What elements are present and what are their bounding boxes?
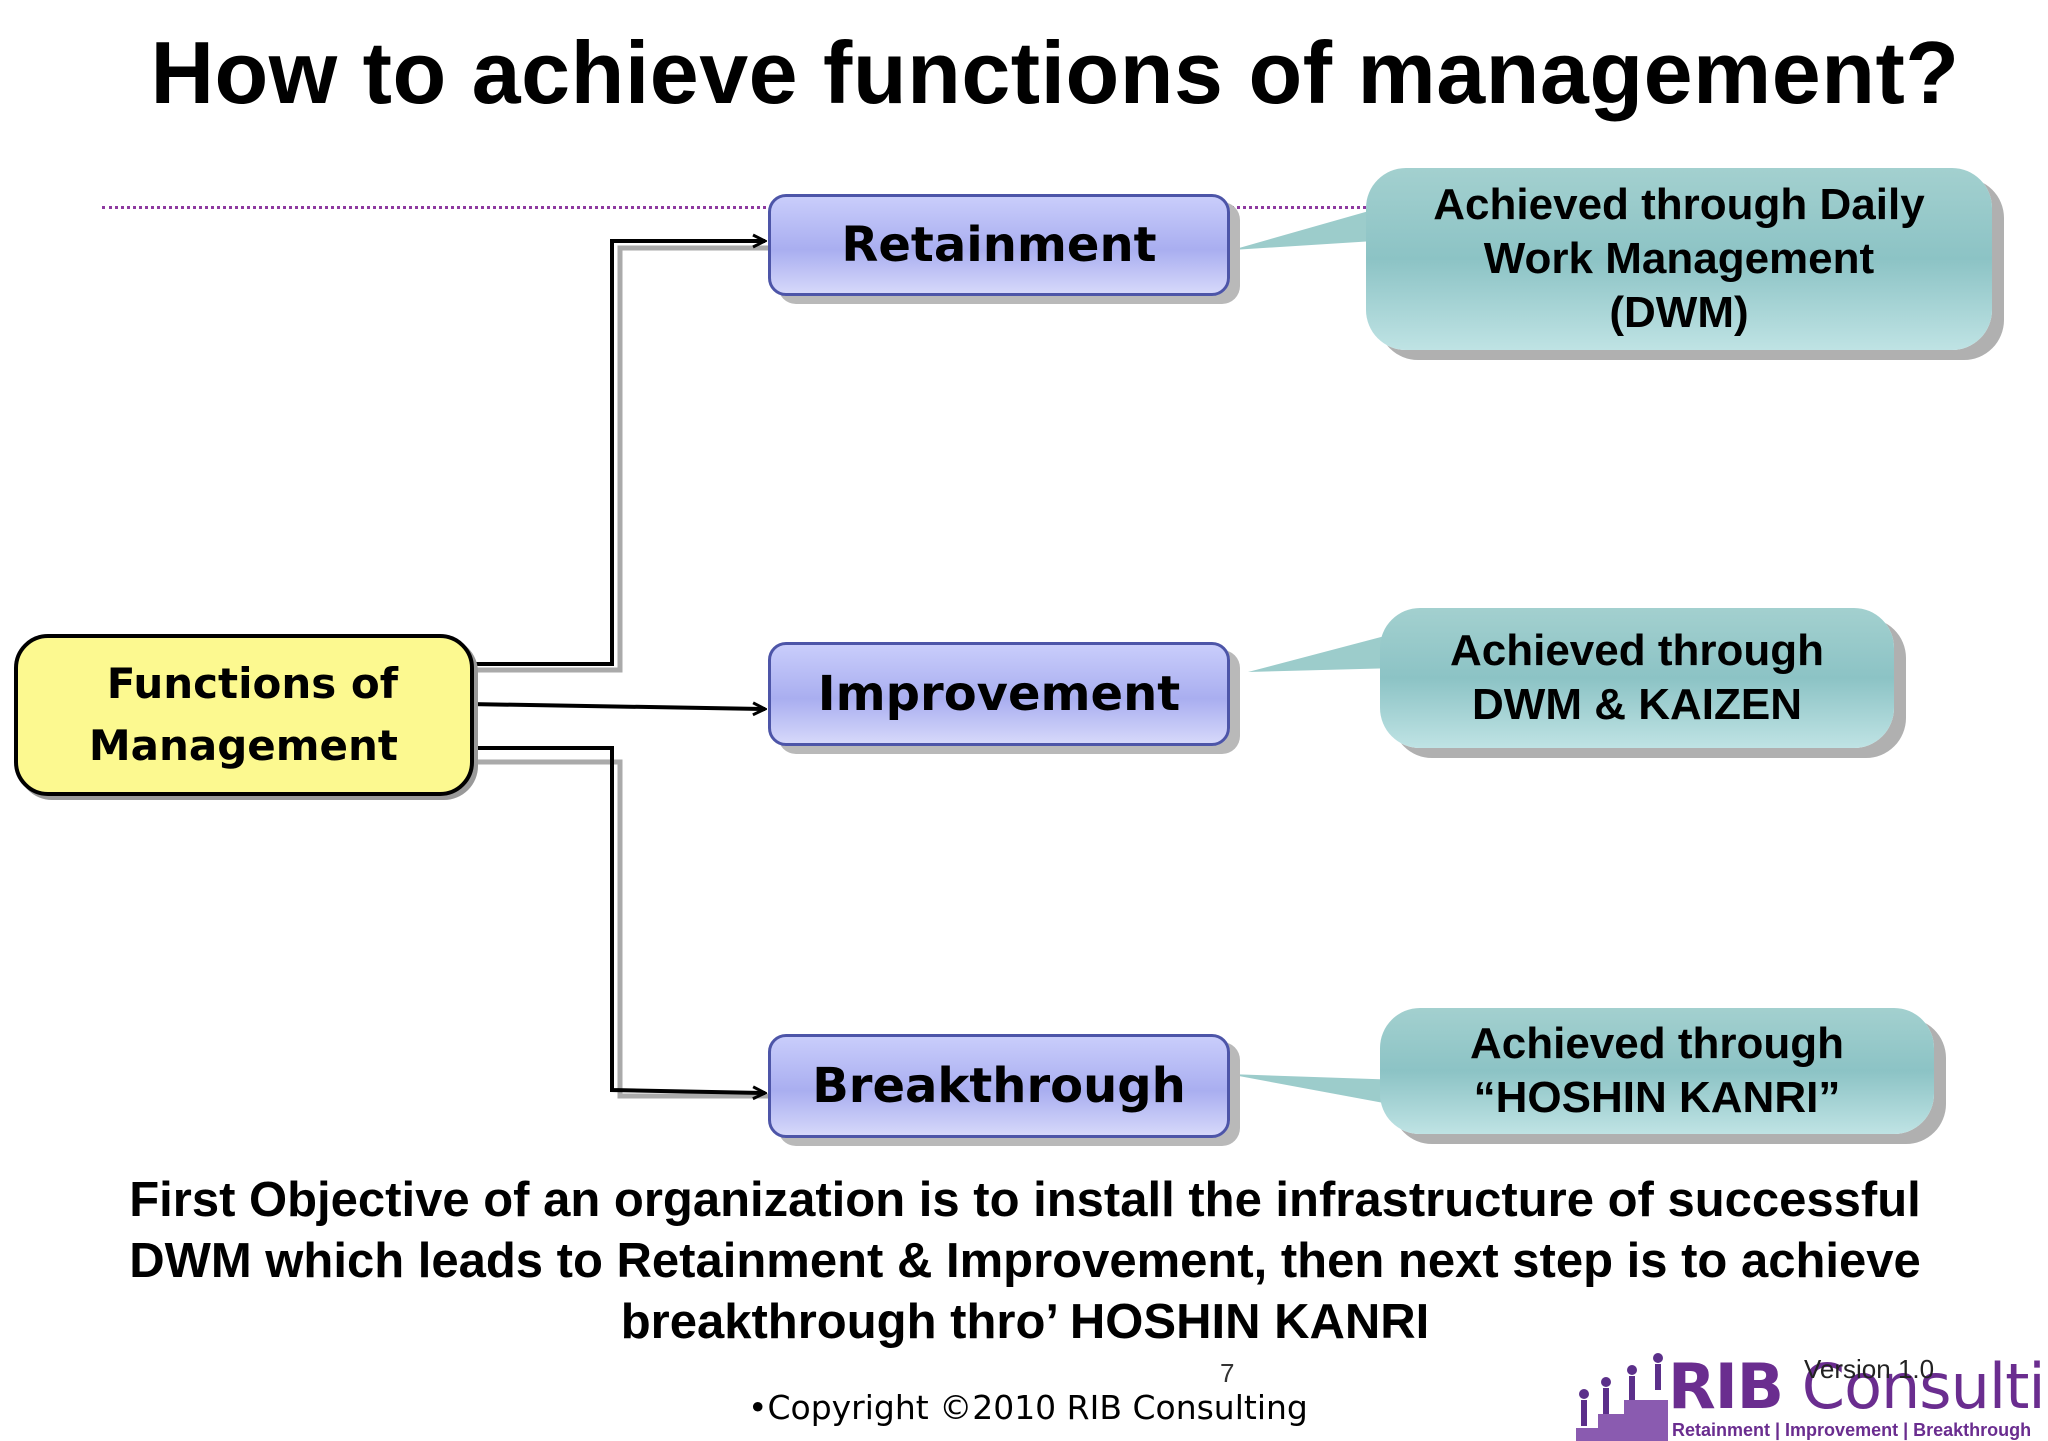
arrow-to-retainment <box>468 241 765 666</box>
callout-improvement: Achieved through DWM & KAIZEN <box>1380 608 1894 748</box>
retainment-box: Retainment <box>768 194 1230 296</box>
logo-name-bold: RIB <box>1668 1350 1784 1423</box>
logo-tagline: Retainment | Improvement | Breakthrough <box>1672 1420 2032 1440</box>
callout-tail-improvement <box>1248 632 1400 672</box>
callout-retainment-text: Achieved through Daily Work Management (… <box>1433 180 1925 337</box>
summary-text: First Objective of an organization is to… <box>129 1173 1921 1349</box>
arrow-to-improvement <box>467 704 765 709</box>
improvement-box: Improvement <box>768 642 1230 746</box>
logo-wordmark: RIB Consulting <box>1668 1350 2048 1423</box>
callout-breakthrough-text: Achieved through “HOSHIN KANRI” <box>1469 1019 1845 1122</box>
retainment-label: Retainment <box>841 217 1157 273</box>
slide-title: How to achieve functions of management? <box>150 23 1960 122</box>
divider-line <box>102 206 1402 209</box>
version-label: Version 1.0 <box>1804 1354 1935 1384</box>
arrow-to-breakthrough <box>468 746 765 1093</box>
copyright-notice: •Copyright ©2010 RIB Consulting <box>748 1388 1308 1427</box>
source-label-line1: Functions of <box>106 659 398 708</box>
breakthrough-label: Breakthrough <box>812 1058 1186 1114</box>
improvement-label: Improvement <box>817 666 1181 722</box>
breakthrough-box: Breakthrough <box>768 1034 1230 1138</box>
callout-tail-breakthrough <box>1228 1074 1400 1106</box>
callout-breakthrough: Achieved through “HOSHIN KANRI” <box>1380 1008 1934 1134</box>
functions-of-management-box: Functions of Management <box>14 634 474 796</box>
callout-tail-retainment <box>1232 205 1390 250</box>
callout-improvement-text: Achieved through DWM & KAIZEN <box>1449 626 1825 729</box>
page-number: 7 <box>1220 1358 1235 1388</box>
rib-logo-icon <box>1576 1353 1668 1441</box>
logo-name-rest: Consulting <box>1801 1350 2048 1423</box>
callout-retainment: Achieved through Daily Work Management (… <box>1366 168 1992 350</box>
source-label-line2: Management <box>88 721 398 770</box>
